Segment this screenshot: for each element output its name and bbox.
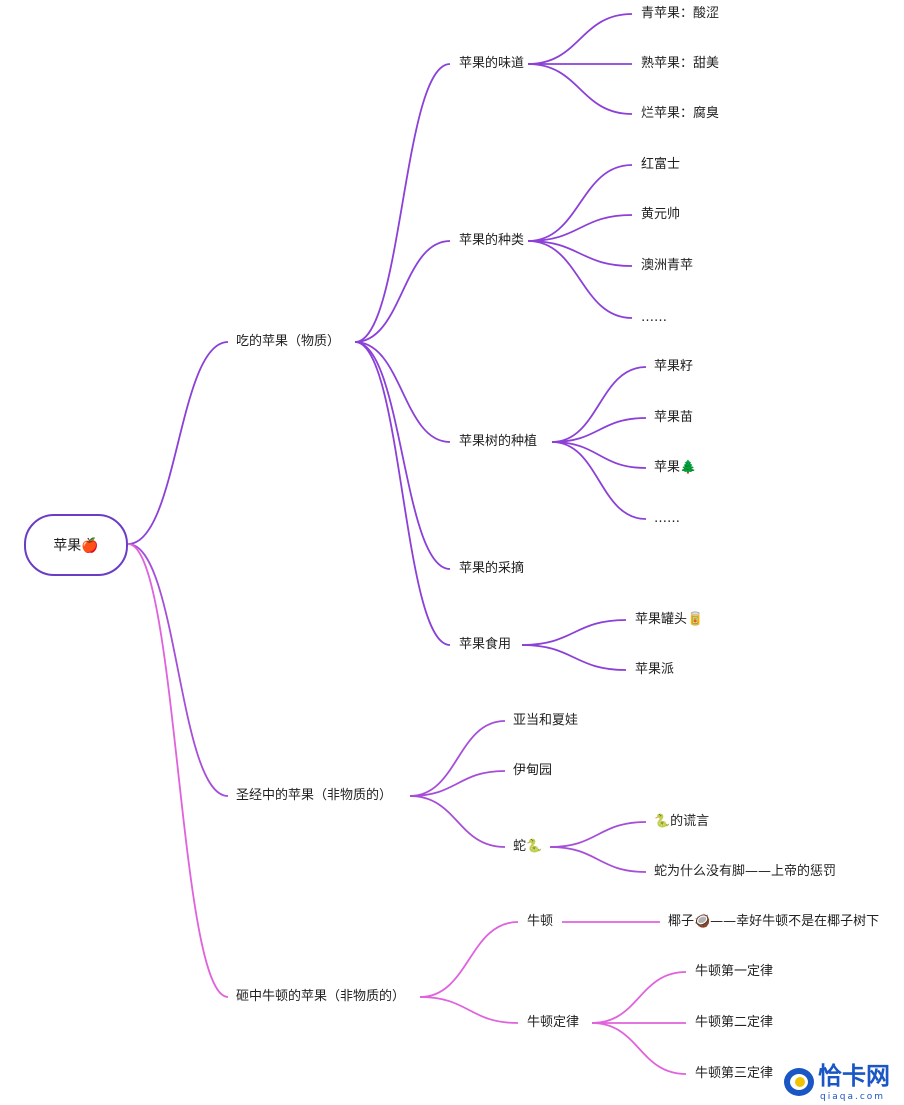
- connector-line: [127, 543, 229, 797]
- node-eat-item[interactable]: 苹果派: [635, 662, 675, 677]
- connector-line: [527, 164, 633, 242]
- connector-line: [354, 63, 451, 343]
- node-taste-item[interactable]: 烂苹果：腐臭: [641, 106, 720, 121]
- node-snake-item[interactable]: 🐍的谎言: [654, 814, 710, 829]
- node-taste-item[interactable]: 青苹果：酸涩: [641, 6, 720, 21]
- connector-line: [551, 366, 647, 443]
- node-eating[interactable]: 苹果食用: [459, 637, 512, 652]
- node-taste-item[interactable]: 熟苹果：甜美: [641, 56, 720, 71]
- connector-line: [527, 13, 633, 65]
- connector-line: [527, 240, 633, 267]
- connector-line: [409, 720, 506, 797]
- connector-line: [591, 1022, 687, 1075]
- connector-line: [127, 543, 229, 998]
- node-taste[interactable]: 苹果的味道: [459, 56, 525, 71]
- node-bible-apple[interactable]: 圣经中的苹果（非物质的）: [236, 788, 393, 803]
- connector-line: [354, 341, 451, 443]
- root-node[interactable]: 苹果🍎: [24, 514, 128, 576]
- connector-line: [551, 441, 647, 520]
- node-bible-item[interactable]: 亚当和夏娃: [513, 713, 579, 728]
- connector-line: [521, 644, 627, 671]
- node-plant-item[interactable]: 苹果苗: [654, 410, 694, 425]
- connector-line: [127, 341, 229, 545]
- connector-line: [521, 619, 627, 646]
- connector-line: [419, 921, 519, 998]
- connector-line: [551, 417, 647, 443]
- node-plant-item[interactable]: 苹果🌲: [654, 460, 697, 475]
- node-kind-item[interactable]: ……: [641, 310, 667, 325]
- node-newton[interactable]: 牛顿: [527, 914, 554, 929]
- connector-line: [549, 846, 647, 873]
- connector-line: [354, 341, 451, 570]
- connector-line: [354, 240, 451, 343]
- node-newton-apple[interactable]: 砸中牛顿的苹果（非物质的）: [236, 989, 406, 1004]
- node-law-item[interactable]: 牛顿第三定律: [695, 1066, 774, 1081]
- logo-icon: [784, 1068, 814, 1096]
- connector-line: [549, 821, 647, 848]
- node-law-item[interactable]: 牛顿第二定律: [695, 1015, 774, 1030]
- connector-line: [409, 770, 506, 797]
- node-eat-item[interactable]: 苹果罐头🥫: [635, 612, 704, 627]
- watermark-domain: qiaqa.com: [820, 1092, 886, 1102]
- connector-line: [409, 795, 506, 848]
- connector-line: [527, 240, 633, 319]
- watermark-name: 恰卡网: [818, 1062, 890, 1090]
- node-eating-apple[interactable]: 吃的苹果（物质）: [236, 334, 341, 349]
- node-kinds[interactable]: 苹果的种类: [459, 233, 525, 248]
- watermark-logo: 恰卡网 qiaqa.com: [784, 1062, 904, 1105]
- node-picking[interactable]: 苹果的采摘: [459, 561, 525, 576]
- connector-line: [527, 63, 633, 115]
- connector-line: [354, 341, 451, 646]
- node-kind-item[interactable]: 澳洲青苹: [641, 258, 694, 273]
- node-snake-item[interactable]: 蛇为什么没有脚——上帝的惩罚: [654, 864, 837, 879]
- connector-line: [591, 971, 687, 1024]
- root-label: 苹果🍎: [53, 538, 99, 554]
- node-kind-item[interactable]: 红富士: [641, 157, 681, 172]
- connector-line: [527, 214, 633, 242]
- node-snake[interactable]: 蛇🐍: [513, 839, 543, 854]
- node-plant-item[interactable]: ……: [654, 511, 680, 526]
- connector-line: [551, 441, 647, 469]
- node-law-item[interactable]: 牛顿第一定律: [695, 964, 774, 979]
- node-plant-item[interactable]: 苹果籽: [654, 359, 694, 374]
- node-coconut[interactable]: 椰子🥥——幸好牛顿不是在椰子树下: [668, 914, 880, 929]
- node-newton-laws[interactable]: 牛顿定律: [527, 1015, 580, 1030]
- connector-line: [419, 996, 519, 1024]
- node-bible-item[interactable]: 伊甸园: [513, 763, 553, 778]
- node-kind-item[interactable]: 黄元帅: [641, 207, 681, 222]
- node-planting[interactable]: 苹果树的种植: [459, 434, 538, 449]
